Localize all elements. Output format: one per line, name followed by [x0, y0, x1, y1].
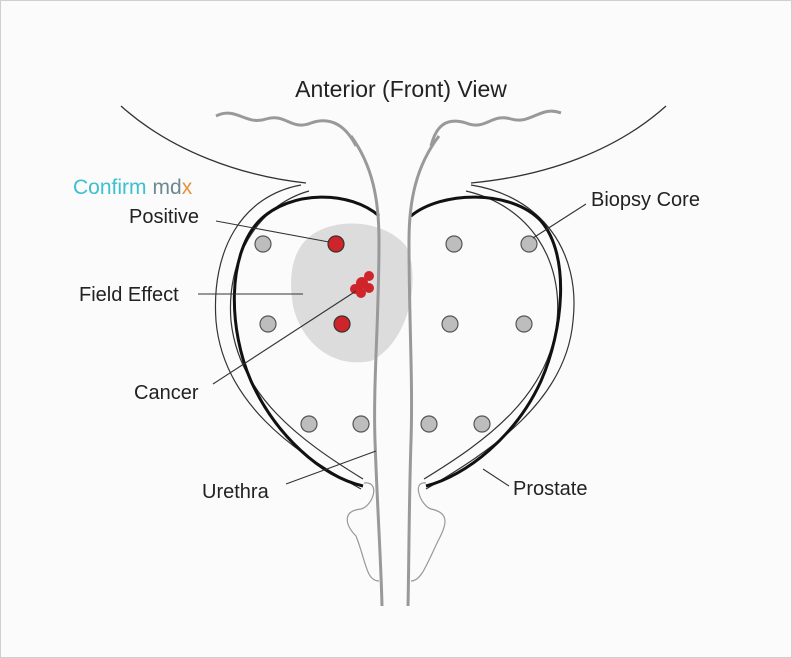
sphincter-right	[410, 482, 446, 582]
urethra-left-wall	[349, 135, 384, 607]
biopsy-core	[420, 415, 438, 433]
bladder-right-line	[470, 105, 667, 184]
label-biopsy-core: Biopsy Core	[591, 189, 700, 211]
prostate-capsule-right-inner	[423, 190, 559, 480]
prostate-outline-left	[232, 195, 380, 488]
bladder-neck-right	[429, 109, 562, 147]
label-cancer: Cancer	[134, 382, 199, 404]
biopsy-core	[473, 415, 491, 433]
biopsy-core	[300, 415, 318, 433]
sphincter-left	[346, 482, 380, 582]
diagram-title: Anterior (Front) View	[295, 76, 507, 102]
urethra-right-wall	[406, 135, 441, 607]
label-prostate: Prostate	[513, 478, 587, 500]
biopsy-core	[441, 315, 459, 333]
label-positive: Positive	[129, 206, 199, 228]
label-urethra: Urethra	[202, 481, 270, 503]
cancer-leader	[212, 290, 357, 385]
biopsy-cores	[254, 235, 538, 433]
biopsy-core	[254, 235, 272, 253]
biopsy-core	[515, 315, 533, 333]
positive-core	[327, 235, 345, 253]
bladder-neck-left	[215, 111, 358, 147]
positive-core	[333, 315, 351, 333]
biopsy-core-leader	[532, 203, 587, 239]
biopsy-core	[520, 235, 538, 253]
field-effect-region	[291, 223, 413, 363]
cancer-cluster	[350, 271, 374, 298]
prostate-capsule-right	[425, 184, 575, 490]
biopsy-core	[259, 315, 277, 333]
bladder-left-line	[120, 105, 307, 184]
biopsy-core	[445, 235, 463, 253]
prostate-leader	[482, 468, 510, 487]
positive-leader	[215, 220, 330, 243]
label-field-effect: Field Effect	[79, 284, 179, 306]
urethra-leader	[285, 450, 377, 485]
biopsy-core	[352, 415, 370, 433]
prostate-outline-right	[410, 195, 563, 488]
